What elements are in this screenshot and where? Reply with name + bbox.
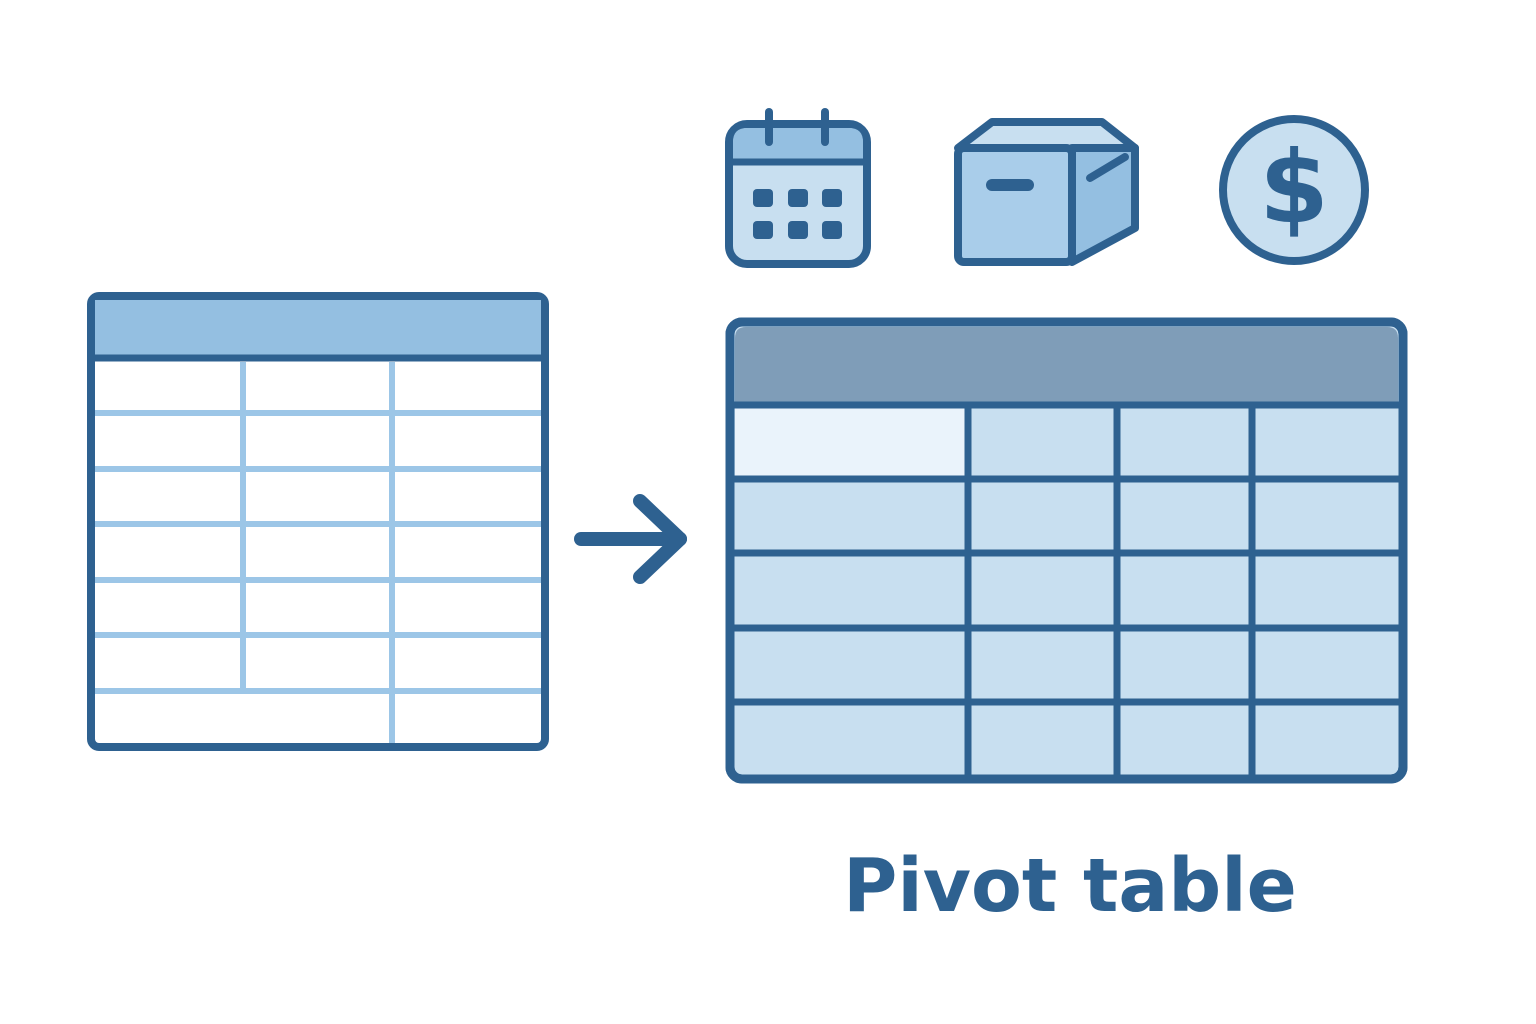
- dollar-icon: $: [1219, 115, 1369, 265]
- calendar-icon: [725, 108, 871, 268]
- source-table: [87, 292, 549, 751]
- pivot-corner-cell: [735, 407, 967, 476]
- box-icon: [954, 118, 1139, 266]
- pivot-table-header: [735, 327, 1398, 404]
- arrow-right-icon: [574, 494, 687, 584]
- source-table-header: [95, 300, 541, 356]
- pivot-table: [725, 317, 1408, 784]
- diagram-caption: Pivot table: [843, 843, 1297, 929]
- dollar-glyph: $: [1259, 129, 1329, 246]
